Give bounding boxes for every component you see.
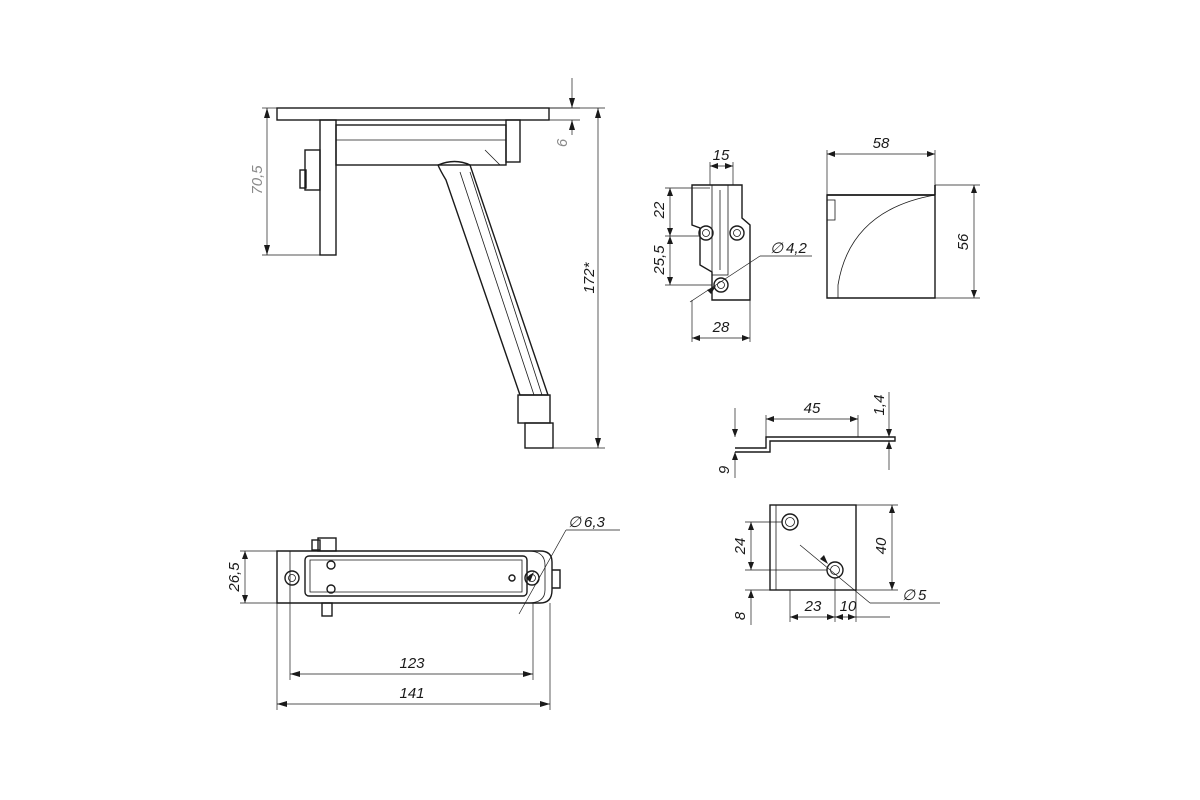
dim-23-label: 23 [804,598,822,615]
leg-tip [524,422,554,449]
leg-foot [517,394,551,424]
dim-dia-5-label: 5 [918,587,927,604]
arm-bar [335,124,507,166]
knob-tip [299,169,307,189]
dim-22-label: 22 [651,201,668,219]
dim-56-label: 56 [955,233,972,250]
dim-45-label: 45 [804,400,821,417]
dim-9-label: 9 [716,465,733,474]
dim-24-label: 24 [732,538,749,556]
bracket-front-outline [691,184,751,301]
top-view: ∅ 6,3 26,5 123 141 [226,514,620,710]
top-hole-left [284,570,300,586]
dim-26-5-label: 26,5 [226,562,243,593]
bracket-front-view: 15 22 25,5 ∅ 4,2 28 [651,147,812,342]
vertical-bracket [319,119,337,256]
dim-15-label: 15 [713,147,730,164]
dim-dia-6-3-symbol: ∅ [568,514,582,531]
arm-end-block [505,119,521,163]
top-slot [304,555,528,597]
mounting-plate [276,107,550,121]
dim-70-5-label: 70,5 [249,165,266,195]
bracket-hole-bottom [713,277,729,293]
dim-8-label: 8 [732,611,749,620]
bracket-hole-right [729,225,745,241]
top-rivet-upper [326,560,336,570]
dim-25-5-label: 25,5 [651,245,668,276]
top-plate-outline [276,550,553,604]
leg-tube [437,160,549,396]
dim-dia-5-symbol: ∅ [902,587,916,604]
dim-6-label: 6 [554,138,571,147]
top-rivet-right [508,574,516,582]
dim-10-label: 10 [840,598,857,615]
dim-40-label: 40 [873,537,890,554]
top-knob [317,537,337,552]
dim-123-label: 123 [399,655,425,672]
side-view: 70,5 6 172* [249,78,605,449]
dim-dia-4-2-label: 4,2 [786,240,808,257]
plate-top-view: 24 8 40 ∅ 5 23 10 [732,504,940,625]
plate-hole-bottom [826,561,844,579]
plate-profile [735,436,896,453]
dim-58-label: 58 [873,135,890,152]
dim-1-4-label: 1,4 [871,395,888,416]
dim-141-label: 141 [399,685,424,702]
plate-top-outline [769,504,857,591]
locking-knob [304,149,321,191]
bracket-side-view: 58 56 [826,135,980,299]
bracket-side-outline [826,185,936,299]
top-bottom-tab [321,602,333,617]
dim-dia-4-2-symbol: ∅ [770,240,784,257]
bracket-hole-left [698,225,714,241]
dim-dia-6-3-label: 6,3 [584,514,606,531]
top-rivet-lower [326,584,336,594]
plate-hole-top [781,513,799,531]
top-knob-tip [311,539,321,551]
plate-side-view: 45 1,4 9 [716,392,896,478]
dim-28-label: 28 [712,319,730,336]
top-end-cap [552,569,561,589]
dim-172-label: 172* [581,261,598,293]
